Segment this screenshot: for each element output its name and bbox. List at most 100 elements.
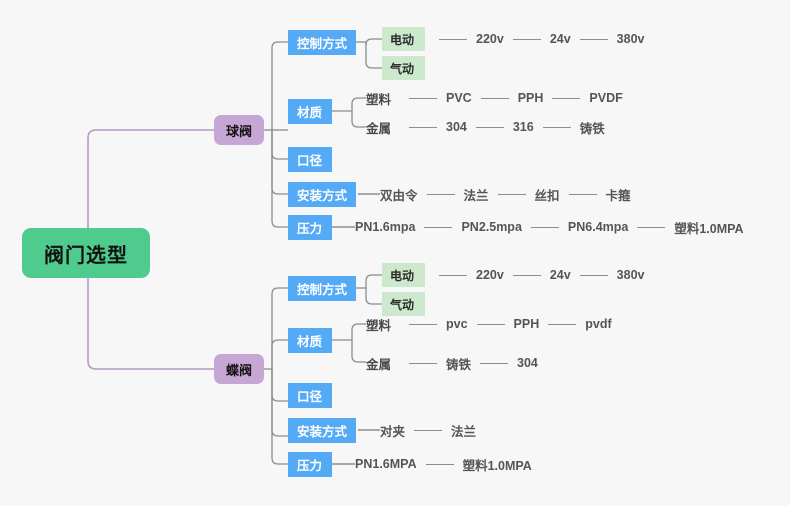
- leaf-ball-metal-2[interactable]: 铸铁: [579, 121, 605, 136]
- leaf-ball-metal-0[interactable]: 304: [446, 120, 467, 134]
- leaf-connector-dash: [480, 362, 509, 364]
- topic-node-bfly-pressure-label: 压力: [297, 459, 323, 473]
- topic-node-ball-pressure-label: 压力: [297, 222, 323, 236]
- subtopic-node-ball-metal[interactable]: 金属: [366, 117, 400, 137]
- leaf-ball-electric-0[interactable]: 220v: [476, 32, 504, 46]
- topic-node-bfly-caliber[interactable]: 口径: [288, 383, 332, 408]
- leaf-chain-bfly-metal: 铸铁 304: [400, 353, 538, 373]
- leaf-ball-electric-2[interactable]: 380v: [616, 32, 645, 46]
- leaf-bfly-install-0[interactable]: 对夹: [380, 424, 406, 439]
- topic-node-ball-pressure[interactable]: 压力: [288, 215, 332, 240]
- leaf-chain-ball-electric: 220v 24v 380v: [430, 27, 644, 51]
- leaf-connector-dash: [568, 193, 597, 195]
- branch-node-ball-valve-label: 球阀: [225, 123, 252, 139]
- leaf-connector-dash: [439, 274, 467, 276]
- leaf-connector-dash: [542, 126, 571, 128]
- subtopic-node-bfly-plastic-label: 塑料: [366, 318, 392, 333]
- leaf-connector-dash: [475, 126, 504, 128]
- branch-node-butterfly-valve-label: 蝶阀: [225, 362, 252, 378]
- leaf-ball-install-0[interactable]: 双由令: [380, 188, 418, 203]
- topic-node-bfly-install-mode[interactable]: 安装方式: [288, 418, 356, 443]
- leaf-ball-install-2[interactable]: 丝扣: [534, 188, 560, 203]
- root-node[interactable]: 阀门选型: [22, 228, 150, 278]
- leaf-ball-pressure-0[interactable]: PN1.6mpa: [355, 220, 416, 234]
- leaf-connector-dash: [424, 226, 453, 228]
- leaf-chain-ball-plastic: PVC PPH PVDF: [400, 88, 623, 108]
- leaf-connector-dash: [409, 362, 437, 364]
- leaf-connector-dash: [512, 38, 541, 40]
- leaf-bfly-pressure-1[interactable]: 塑料1.0MPA: [462, 458, 532, 473]
- topic-node-ball-caliber[interactable]: 口径: [288, 147, 332, 172]
- subtopic-node-ball-plastic[interactable]: 塑料: [366, 88, 400, 108]
- topic-node-bfly-material-label: 材质: [297, 335, 323, 349]
- leaf-chain-ball-pressure: PN1.6mpa PN2.5mpa PN6.4mpa 塑料1.0MPA: [355, 217, 744, 237]
- leaf-ball-pressure-2[interactable]: PN6.4mpa: [567, 220, 629, 234]
- leaf-bfly-plastic-2[interactable]: pvdf: [585, 317, 612, 331]
- leaf-bfly-install-1[interactable]: 法兰: [451, 424, 477, 439]
- leaf-bfly-plastic-0[interactable]: pvc: [446, 317, 468, 331]
- leaf-ball-pressure-3[interactable]: 塑料1.0MPA: [674, 221, 744, 236]
- leaf-connector-dash: [476, 323, 505, 325]
- root-node-label: 阀门选型: [44, 244, 128, 267]
- leaf-ball-install-1[interactable]: 法兰: [463, 188, 489, 203]
- leaf-connector-dash: [426, 193, 455, 195]
- subtopic-node-ball-metal-label: 金属: [366, 121, 392, 136]
- topic-node-ball-material-label: 材质: [297, 106, 323, 120]
- leaf-connector-dash: [579, 274, 608, 276]
- leaf-connector-dash: [409, 97, 437, 99]
- subtopic-node-ball-pneumatic[interactable]: 气动: [382, 56, 425, 80]
- subtopic-node-bfly-pneumatic-label: 气动: [390, 297, 415, 312]
- topic-node-ball-caliber-label: 口径: [297, 154, 323, 168]
- subtopic-node-bfly-pneumatic[interactable]: 气动: [382, 292, 425, 316]
- leaf-chain-bfly-install-mode: 对夹 法兰: [380, 420, 476, 440]
- leaf-connector-dash: [425, 463, 454, 465]
- subtopic-node-ball-pneumatic-label: 气动: [390, 61, 415, 76]
- leaf-bfly-metal-0[interactable]: 铸铁: [446, 357, 472, 372]
- subtopic-node-ball-electric-label: 电动: [390, 32, 415, 47]
- topic-node-bfly-material[interactable]: 材质: [288, 328, 332, 353]
- leaf-connector-dash: [579, 38, 608, 40]
- leaf-ball-install-3[interactable]: 卡箍: [605, 188, 631, 203]
- topic-node-bfly-pressure[interactable]: 压力: [288, 452, 332, 477]
- leaf-ball-plastic-0[interactable]: PVC: [446, 91, 472, 105]
- subtopic-node-bfly-electric[interactable]: 电动: [382, 263, 425, 287]
- leaf-connector-dash: [512, 274, 541, 276]
- leaf-bfly-pressure-0[interactable]: PN1.6MPA: [355, 457, 417, 471]
- topic-node-bfly-control-mode[interactable]: 控制方式: [288, 276, 356, 301]
- subtopic-node-bfly-plastic[interactable]: 塑料: [366, 314, 400, 334]
- topic-node-ball-control-mode[interactable]: 控制方式: [288, 30, 356, 55]
- branch-node-ball-valve[interactable]: 球阀: [214, 115, 264, 145]
- leaf-ball-electric-1[interactable]: 24v: [549, 32, 571, 46]
- subtopic-node-ball-electric[interactable]: 电动: [382, 27, 425, 51]
- subtopic-node-ball-plastic-label: 塑料: [366, 92, 392, 107]
- leaf-bfly-metal-1[interactable]: 304: [517, 356, 538, 370]
- topic-node-ball-material[interactable]: 材质: [288, 99, 332, 124]
- topic-node-bfly-control-mode-label: 控制方式: [297, 283, 348, 297]
- subtopic-node-bfly-metal-label: 金属: [366, 357, 392, 372]
- topic-node-bfly-install-mode-label: 安装方式: [297, 425, 348, 439]
- leaf-bfly-electric-2[interactable]: 380v: [616, 268, 645, 282]
- leaf-ball-pressure-1[interactable]: PN2.5mpa: [461, 220, 522, 234]
- topic-node-bfly-caliber-label: 口径: [297, 390, 323, 404]
- subtopic-node-bfly-electric-label: 电动: [390, 268, 415, 283]
- leaf-bfly-electric-0[interactable]: 220v: [476, 268, 504, 282]
- leaf-connector-dash: [409, 126, 437, 128]
- leaf-connector-dash: [497, 193, 526, 195]
- topic-node-ball-install-mode[interactable]: 安装方式: [288, 182, 356, 207]
- branch-node-butterfly-valve[interactable]: 蝶阀: [214, 354, 264, 384]
- leaf-ball-plastic-2[interactable]: PVDF: [589, 91, 623, 105]
- leaf-chain-bfly-plastic: pvc PPH pvdf: [400, 314, 612, 334]
- leaf-ball-metal-1[interactable]: 316: [512, 120, 534, 134]
- subtopic-node-bfly-metal[interactable]: 金属: [366, 353, 400, 373]
- leaf-connector-dash: [414, 429, 443, 431]
- leaf-chain-bfly-electric: 220v 24v 380v: [430, 263, 644, 287]
- leaf-bfly-plastic-1[interactable]: PPH: [513, 317, 540, 331]
- leaf-connector-dash: [552, 97, 581, 99]
- leaf-connector-dash: [637, 226, 666, 228]
- leaf-ball-plastic-1[interactable]: PPH: [517, 91, 544, 105]
- leaf-connector-dash: [480, 97, 509, 99]
- leaf-connector-dash: [548, 323, 577, 325]
- leaf-chain-ball-install-mode: 双由令 法兰 丝扣 卡箍: [380, 184, 631, 204]
- leaf-bfly-electric-1[interactable]: 24v: [549, 268, 571, 282]
